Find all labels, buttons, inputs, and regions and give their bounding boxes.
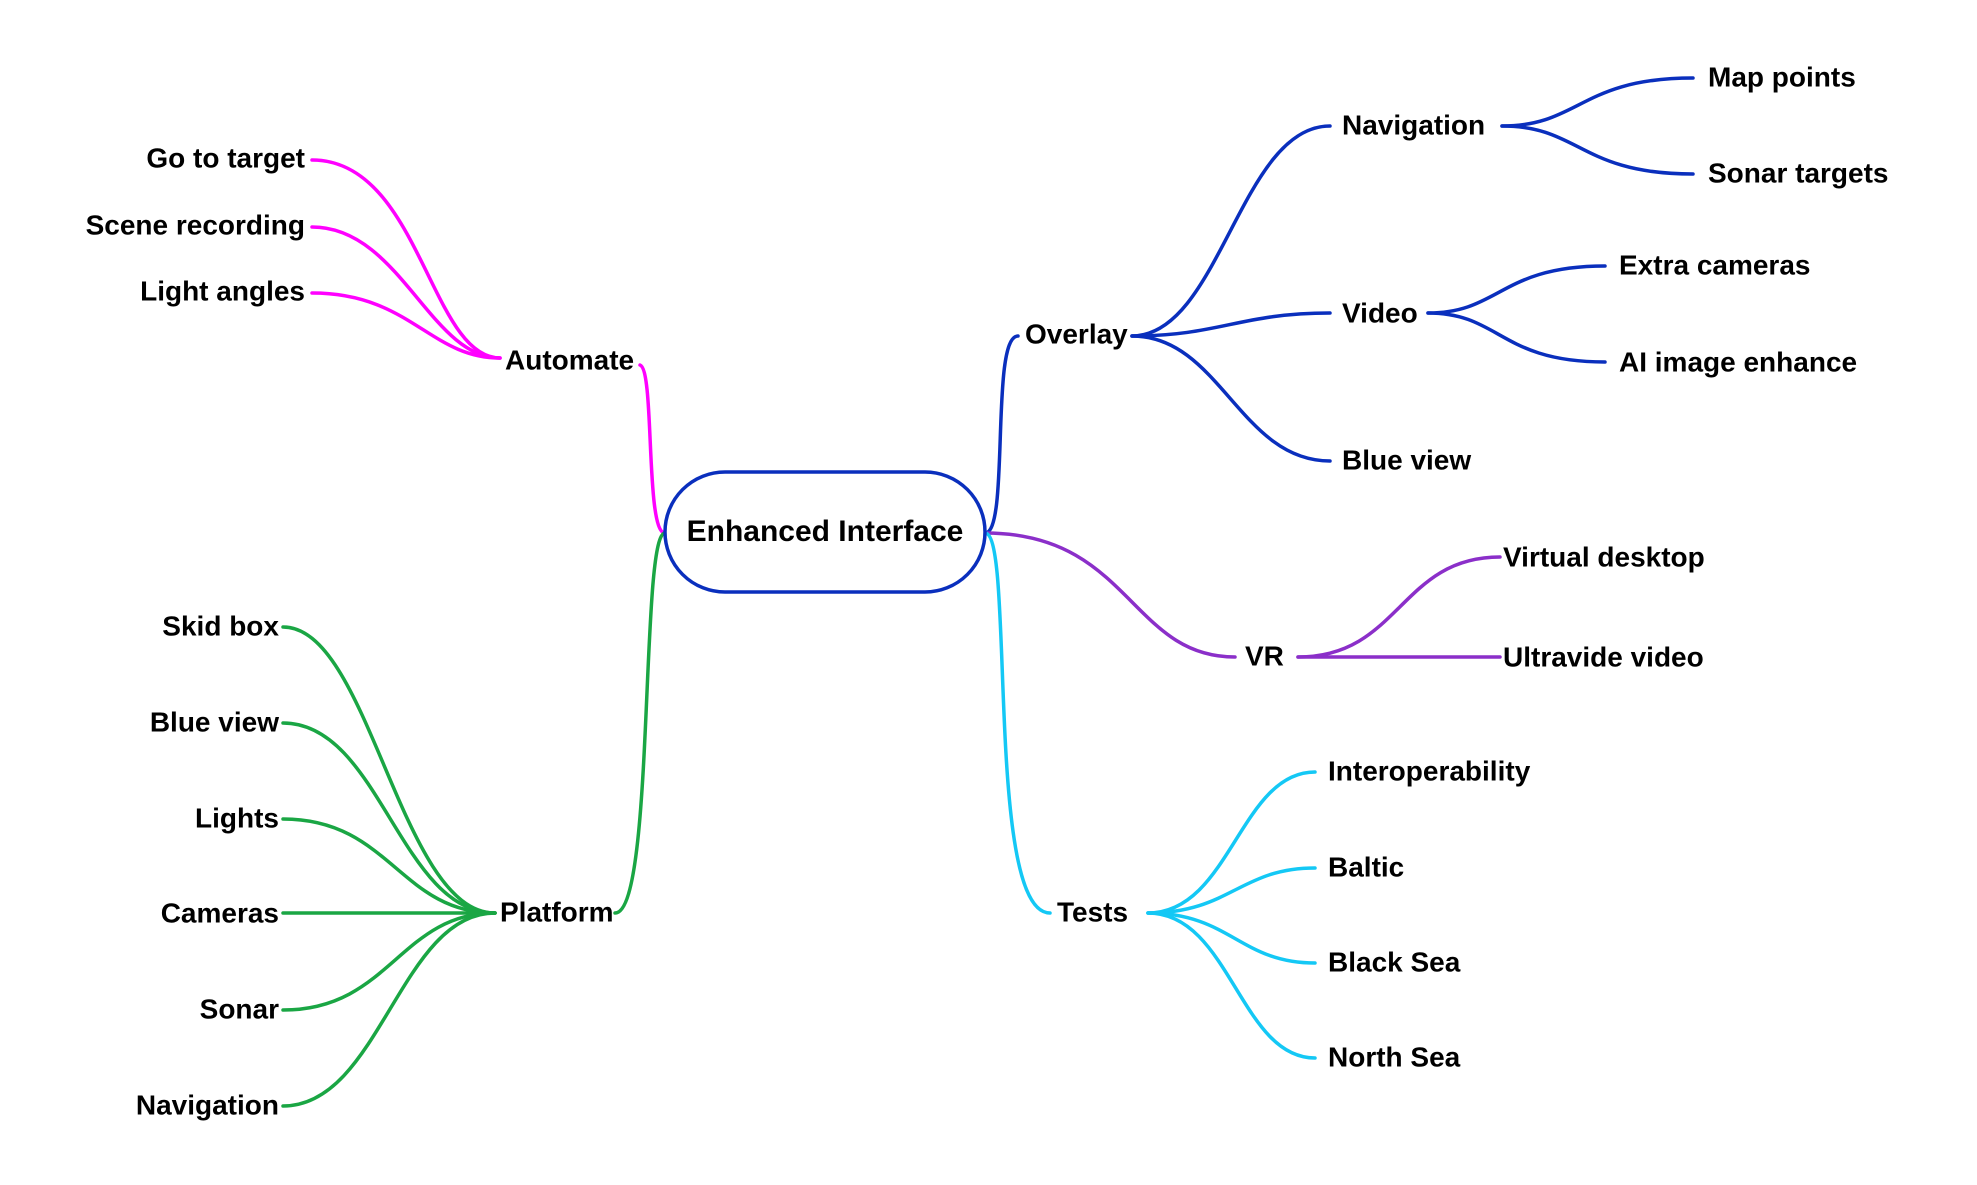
branch-platform[interactable]: Platform [500, 896, 614, 927]
edge-automate-go-to-target [310, 158, 502, 360]
leaf-extra-cameras[interactable]: Extra cameras [1619, 249, 1810, 280]
leaf-black-sea[interactable]: Black Sea [1328, 946, 1461, 977]
edge-platform-lights [281, 817, 497, 915]
node-overlay-navigation[interactable]: Navigation [1342, 109, 1485, 140]
leaf-cameras[interactable]: Cameras [161, 897, 279, 928]
leaf-skid-box[interactable]: Skid box [162, 610, 279, 641]
leaf-ultravide-video[interactable]: Ultravide video [1503, 641, 1704, 672]
edge-platform-navigation [281, 911, 497, 1108]
edge-root-platform [613, 531, 667, 915]
leaf-sonar[interactable]: Sonar [200, 993, 279, 1024]
leaf-platform-blue-view[interactable]: Blue view [150, 706, 279, 737]
leaf-light-angles[interactable]: Light angles [140, 275, 305, 306]
root-node[interactable]: Enhanced Interface [663, 470, 987, 594]
edge-tests-baltic [1146, 866, 1317, 915]
edge-video-ai-image-enhance [1426, 311, 1607, 364]
edge-overlay-video [1130, 311, 1332, 338]
root-node-shape [663, 470, 987, 594]
edge-automate-light-angles [310, 291, 502, 360]
edge-root-overlay [983, 334, 1020, 535]
edge-platform-blue-view [281, 721, 497, 915]
leaf-north-sea[interactable]: North Sea [1328, 1041, 1461, 1072]
root-node-label: Enhanced Interface [687, 515, 964, 548]
edge-overlay-blue-view [1130, 334, 1332, 463]
leaf-go-to-target[interactable]: Go to target [146, 142, 305, 173]
branch-overlay[interactable]: Overlay [1025, 318, 1128, 349]
branch-tests[interactable]: Tests [1057, 896, 1128, 927]
edge-vr-virtual-desktop [1296, 555, 1502, 659]
edge-video-extra-cameras [1426, 264, 1607, 315]
leaf-lights[interactable]: Lights [195, 802, 279, 833]
edge-platform-sonar [281, 911, 497, 1012]
branch-vr[interactable]: VR [1245, 640, 1284, 671]
edge-root-tests [983, 531, 1052, 915]
edge-automate-scene-recording [310, 225, 502, 360]
leaf-virtual-desktop[interactable]: Virtual desktop [1503, 541, 1705, 572]
edge-navigation-map-points [1500, 76, 1695, 128]
leaf-sonar-targets[interactable]: Sonar targets [1708, 157, 1889, 188]
edge-navigation-sonar-targets [1500, 124, 1695, 176]
edge-tests-black-sea [1146, 911, 1317, 965]
edge-tests-north-sea [1146, 911, 1317, 1060]
branch-automate[interactable]: Automate [505, 344, 634, 375]
edge-tests-interoperability [1146, 770, 1317, 915]
edge-root-automate [638, 363, 667, 535]
edge-overlay-navigation [1130, 124, 1332, 338]
leaf-map-points[interactable]: Map points [1708, 61, 1856, 92]
leaf-overlay-blue-view[interactable]: Blue view [1342, 444, 1471, 475]
node-overlay-video[interactable]: Video [1342, 297, 1418, 328]
leaf-interoperability[interactable]: Interoperability [1328, 755, 1531, 786]
leaf-baltic[interactable]: Baltic [1328, 851, 1404, 882]
leaf-scene-recording[interactable]: Scene recording [86, 209, 305, 240]
edge-root-vr [983, 531, 1237, 659]
edge-platform-skid-box [281, 625, 497, 915]
leaf-platform-navigation[interactable]: Navigation [136, 1089, 279, 1120]
edges-layer [281, 76, 1695, 1108]
leaf-ai-image-enhance[interactable]: AI image enhance [1619, 346, 1857, 377]
